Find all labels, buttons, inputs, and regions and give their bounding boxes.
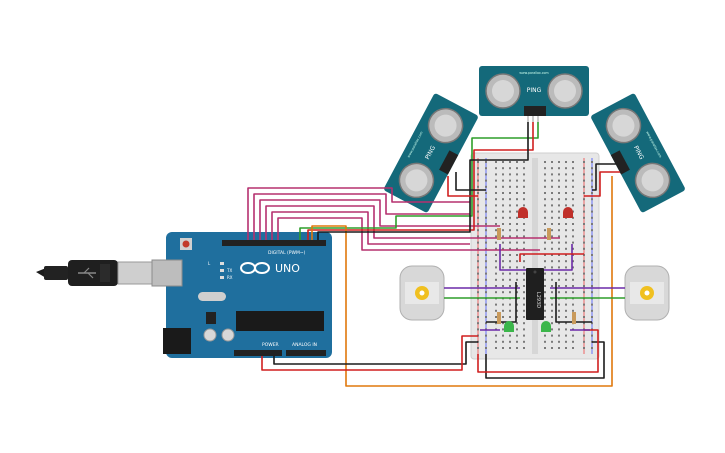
wire-green-1 xyxy=(299,122,539,240)
led-red-left xyxy=(518,207,528,218)
wire-black-2 xyxy=(273,341,478,365)
sensor-top-url: www.parallax.com xyxy=(519,71,548,75)
wire-purple-int-1 xyxy=(499,244,526,271)
wire-purple-int-2 xyxy=(544,244,573,271)
resistors xyxy=(497,228,576,324)
ultrasonic-sensor-top[interactable]: PING www.parallax.com xyxy=(479,66,589,122)
led-green-left xyxy=(504,321,514,332)
led-rx-label: RX xyxy=(227,275,233,280)
wire-magenta-2 xyxy=(253,193,470,240)
wires xyxy=(247,122,625,387)
arduino-logo-icon xyxy=(240,262,270,274)
led-tx-label: TX xyxy=(226,268,232,273)
power-header xyxy=(234,350,282,356)
arduino-uno-board[interactable]: L TX RX UNO DIGITAL (PWM~) POWER ANALOG … xyxy=(151,232,332,358)
led-l-label: L xyxy=(208,261,211,266)
dc-motor-left[interactable] xyxy=(399,265,445,321)
wire-black-int-2 xyxy=(555,282,592,323)
digital-header xyxy=(222,240,326,246)
chip-label: L293D xyxy=(535,292,541,308)
wire-magenta-1 xyxy=(247,187,470,240)
usb-cable xyxy=(36,260,153,286)
wire-red-4 xyxy=(447,176,478,197)
wire-magenta-4 xyxy=(265,205,560,240)
wire-magenta-6 xyxy=(277,217,540,251)
breadboard[interactable] xyxy=(470,152,600,360)
sensor-top-label: PING xyxy=(527,87,542,94)
wire-black-5 xyxy=(592,163,616,191)
wire-black-3 xyxy=(485,341,605,379)
l293d-chip[interactable]: L293D xyxy=(526,268,544,320)
analog-header-label: ANALOG IN xyxy=(292,342,317,348)
dc-motor-right[interactable] xyxy=(624,265,670,321)
led-red-right xyxy=(563,207,573,218)
led-green-right xyxy=(541,321,551,332)
wire-red-int-1 xyxy=(519,253,584,262)
wire-magenta-3 xyxy=(259,199,500,240)
reset-button[interactable] xyxy=(182,240,190,248)
power-header-label: POWER xyxy=(262,342,279,348)
usb-trident-icon xyxy=(78,267,96,279)
wire-black-int-1 xyxy=(486,282,517,323)
analog-header xyxy=(286,350,326,356)
digital-header-label: DIGITAL (PWM~) xyxy=(268,250,306,256)
atmega-chip xyxy=(236,311,324,331)
board-model-label: UNO xyxy=(275,262,300,275)
ultrasonic-sensor-right[interactable]: PING www.parallax.com xyxy=(590,93,686,214)
wire-red-2 xyxy=(261,335,478,371)
wire-black-4 xyxy=(455,172,486,191)
wire-red-5 xyxy=(584,171,620,197)
wire-red-3 xyxy=(477,329,599,373)
wire-orange-1 xyxy=(311,176,613,387)
wire-magenta-5 xyxy=(271,211,470,245)
